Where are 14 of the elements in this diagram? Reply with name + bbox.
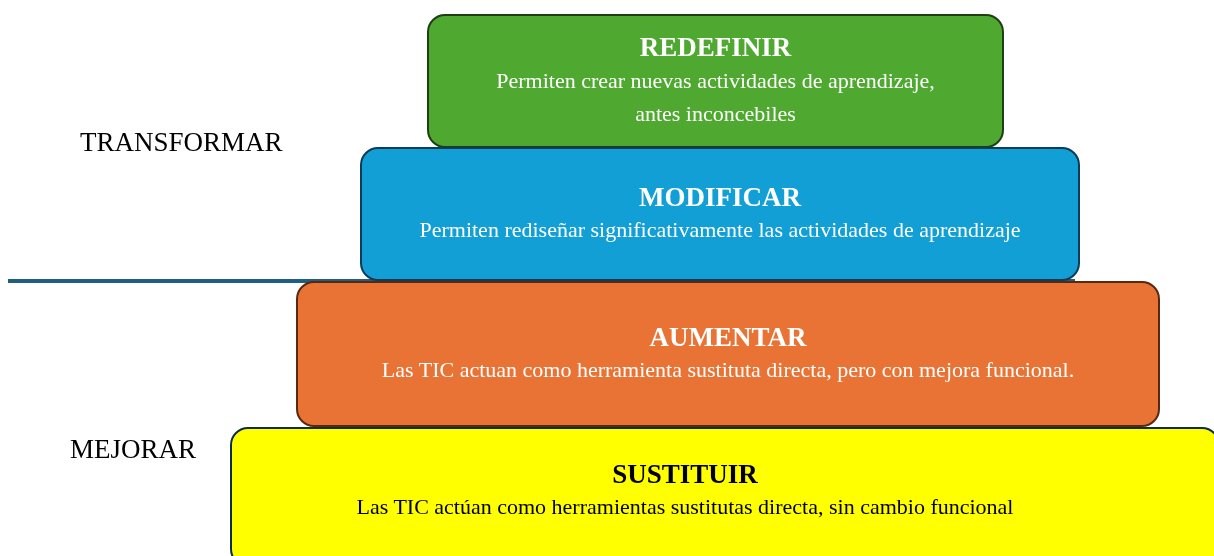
category-label: MEJORAR xyxy=(70,434,197,465)
level-box xyxy=(360,147,1080,281)
level-title: SUSTITUIR xyxy=(612,458,758,490)
category-label: TRANSFORMAR xyxy=(80,127,283,158)
level-description: Las TIC actúan como herramientas sustitutas directa, sin cambio funcional xyxy=(356,493,1014,521)
level-title: MODIFICAR xyxy=(639,181,801,213)
level-box xyxy=(230,427,1214,556)
level-description: Permiten rediseñar significativamente las actividades de aprendizaje xyxy=(419,216,1021,244)
level-box xyxy=(296,281,1160,427)
level-description: Las TIC actuan como herramienta sustituta directa, pero con mejora funcional. xyxy=(381,356,1075,384)
level-description: Permiten crear nuevas actividades de aprendizaje, antes inconcebiles xyxy=(495,66,936,128)
level-title: REDEFINIR xyxy=(639,32,792,64)
level-title: AUMENTAR xyxy=(649,321,807,353)
level-box xyxy=(427,14,1004,148)
